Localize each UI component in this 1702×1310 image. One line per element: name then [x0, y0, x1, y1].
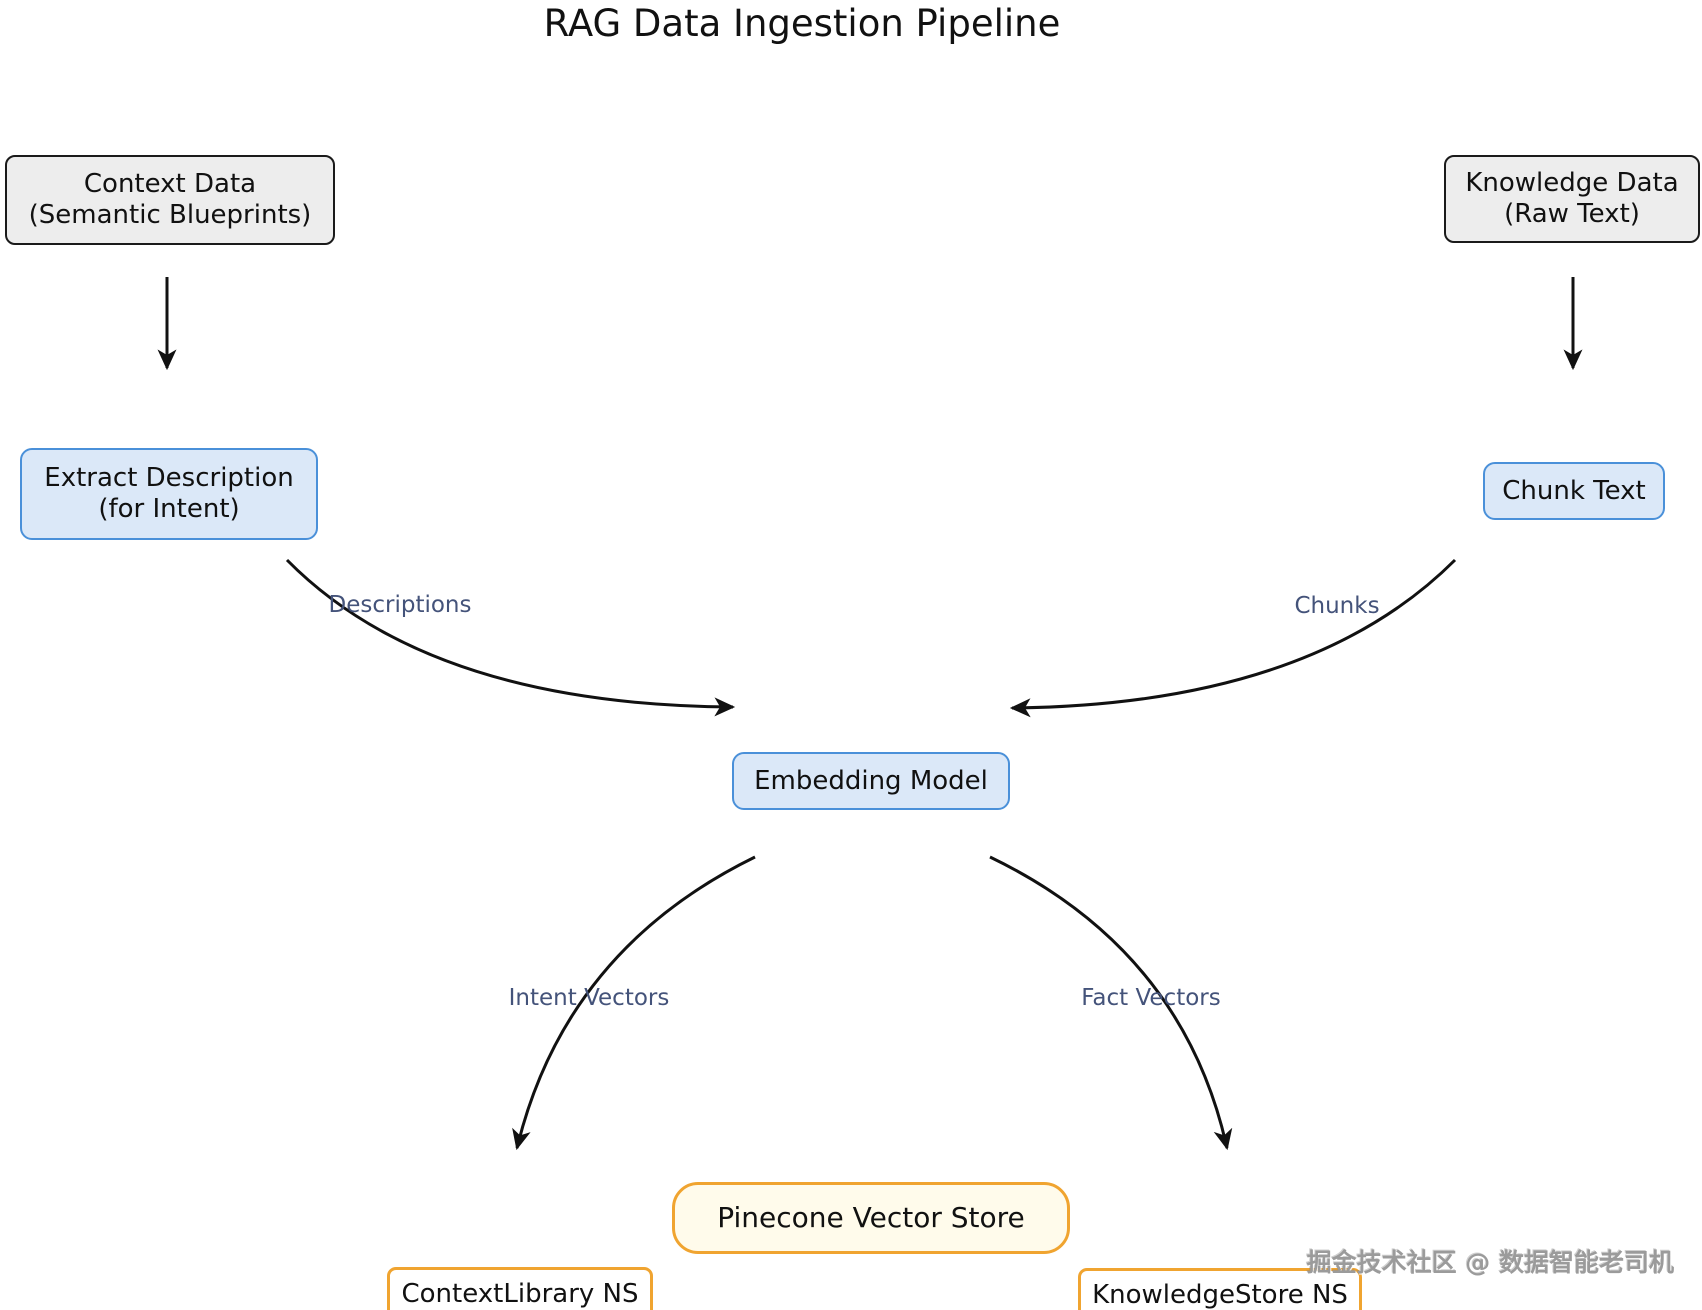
node-context-library-ns-label: ContextLibrary NS: [401, 1278, 639, 1309]
node-knowledge-store-ns-label: KnowledgeStore NS: [1092, 1279, 1348, 1310]
page-title: RAG Data Ingestion Pipeline: [543, 2, 1061, 45]
node-chunk-text-label: Chunk Text: [1502, 475, 1646, 506]
node-embedding-model-label: Embedding Model: [754, 765, 988, 796]
node-chunk-text: Chunk Text: [1483, 462, 1665, 520]
node-pinecone-vector-store: Pinecone Vector Store: [672, 1182, 1070, 1254]
node-context-data-line1: Context Data: [83, 169, 257, 200]
node-knowledge-store-ns: KnowledgeStore NS: [1078, 1268, 1362, 1310]
edge-label-chunks: Chunks: [1294, 593, 1380, 619]
node-knowledge-data-line2: (Raw Text): [1504, 199, 1640, 229]
arrow-descriptions-to-embedding: [285, 558, 736, 717]
node-embedding-model: Embedding Model: [732, 752, 1010, 810]
arrow-embedding-to-contextlibrary: [512, 855, 756, 1151]
watermark-text: 掘金技术社区 @ 数据智能老司机: [1306, 1248, 1674, 1277]
node-context-library-ns: ContextLibrary NS: [387, 1267, 653, 1310]
node-extract-description: Extract Description (for Intent): [20, 448, 318, 540]
node-pinecone-vector-store-label: Pinecone Vector Store: [717, 1201, 1025, 1235]
node-knowledge-data: Knowledge Data (Raw Text): [1444, 155, 1700, 243]
node-knowledge-data-line1: Knowledge Data: [1465, 168, 1679, 199]
edge-label-fact-vectors: Fact Vectors: [1081, 985, 1221, 1011]
node-extract-description-line1: Extract Description: [44, 463, 294, 494]
arrow-chunks-to-embedding: [1009, 558, 1457, 718]
node-context-data-line2: (Semantic Blueprints): [28, 200, 312, 230]
edge-label-intent-vectors: Intent Vectors: [508, 985, 670, 1011]
arrow-embedding-to-knowledgestore: [989, 855, 1233, 1151]
node-extract-description-line2: (for Intent): [98, 494, 240, 524]
edge-label-descriptions: Descriptions: [328, 592, 472, 618]
node-context-data: Context Data (Semantic Blueprints): [5, 155, 335, 245]
